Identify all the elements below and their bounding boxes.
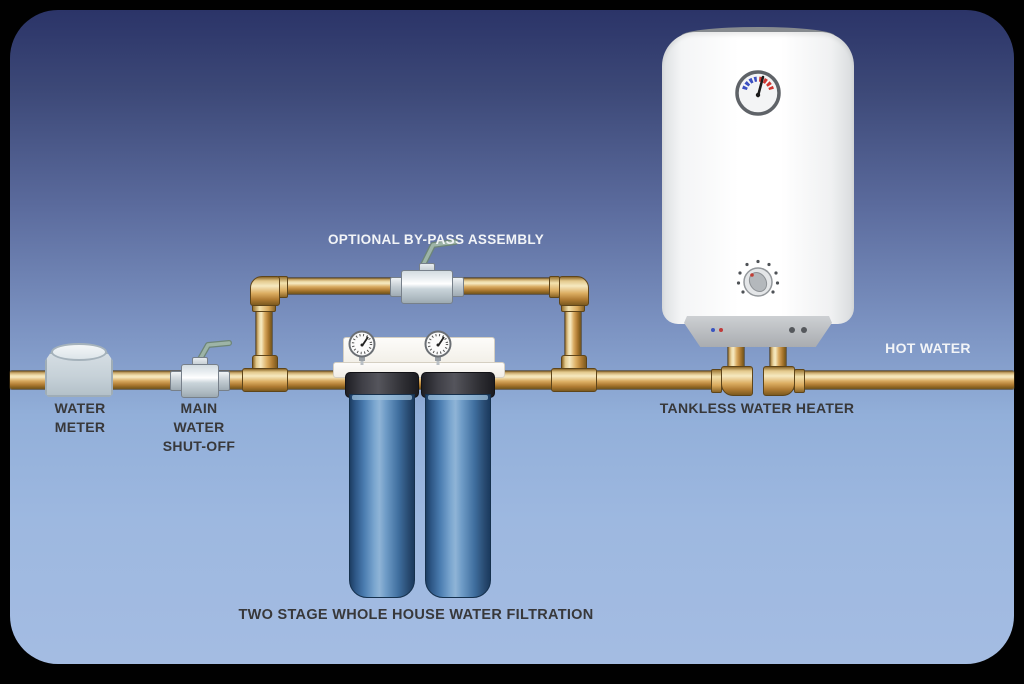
bypass-elbow-top-left bbox=[250, 276, 280, 306]
tee-right-fitting bbox=[551, 368, 597, 392]
shutoff-valve-handle bbox=[196, 340, 232, 364]
water-meter-lid bbox=[51, 343, 107, 361]
hot-water-label: HOT WATER bbox=[885, 340, 971, 356]
bypass-valve-handle bbox=[420, 239, 458, 268]
heater-elbow-left bbox=[721, 366, 753, 396]
heater-cold-inlet-pipe bbox=[728, 340, 744, 372]
bypass-elbow-top-right bbox=[559, 276, 589, 306]
bypass-valve-body bbox=[401, 270, 453, 304]
filter-cap-2 bbox=[421, 372, 495, 398]
heater-control-knob bbox=[736, 259, 780, 297]
temperature-gauge bbox=[735, 70, 781, 116]
bypass-riser-left-pipe bbox=[256, 300, 272, 358]
hot-water-pipe bbox=[774, 371, 1014, 389]
heater-hot-outlet-pipe bbox=[770, 340, 786, 372]
shutoff-valve-body bbox=[181, 364, 219, 398]
filter-canister-2 bbox=[425, 394, 491, 598]
tee-left-fitting bbox=[242, 368, 288, 392]
heater-base bbox=[684, 316, 832, 347]
bypass-riser-right-pipe bbox=[565, 300, 581, 358]
filter-cap-1 bbox=[345, 372, 419, 398]
heater-base-red-dot bbox=[719, 328, 723, 332]
bypass-assembly-label: OPTIONAL BY-PASS ASSEMBLY bbox=[327, 232, 545, 247]
filtration-label: TWO STAGE WHOLE HOUSE WATER FILTRATION bbox=[238, 607, 594, 623]
tankless-heater-label: TANKLESS WATER HEATER bbox=[659, 400, 855, 416]
pressure-gauge-1 bbox=[348, 330, 376, 365]
water-meter-label: WATER METER bbox=[54, 400, 106, 435]
heater-base-screw-2 bbox=[801, 327, 807, 333]
filter-canister-1 bbox=[349, 394, 415, 598]
heater-outlet-joint bbox=[794, 369, 805, 393]
heater-elbow-right bbox=[763, 366, 795, 396]
heater-inlet-joint bbox=[711, 369, 722, 393]
diagram-background-panel bbox=[10, 10, 1014, 664]
pressure-gauge-2 bbox=[424, 330, 452, 365]
main-shutoff-label: MAIN WATER SHUT-OFF bbox=[162, 400, 236, 454]
heater-base-screw-1 bbox=[789, 327, 795, 333]
heater-base-blue-dot bbox=[711, 328, 715, 332]
